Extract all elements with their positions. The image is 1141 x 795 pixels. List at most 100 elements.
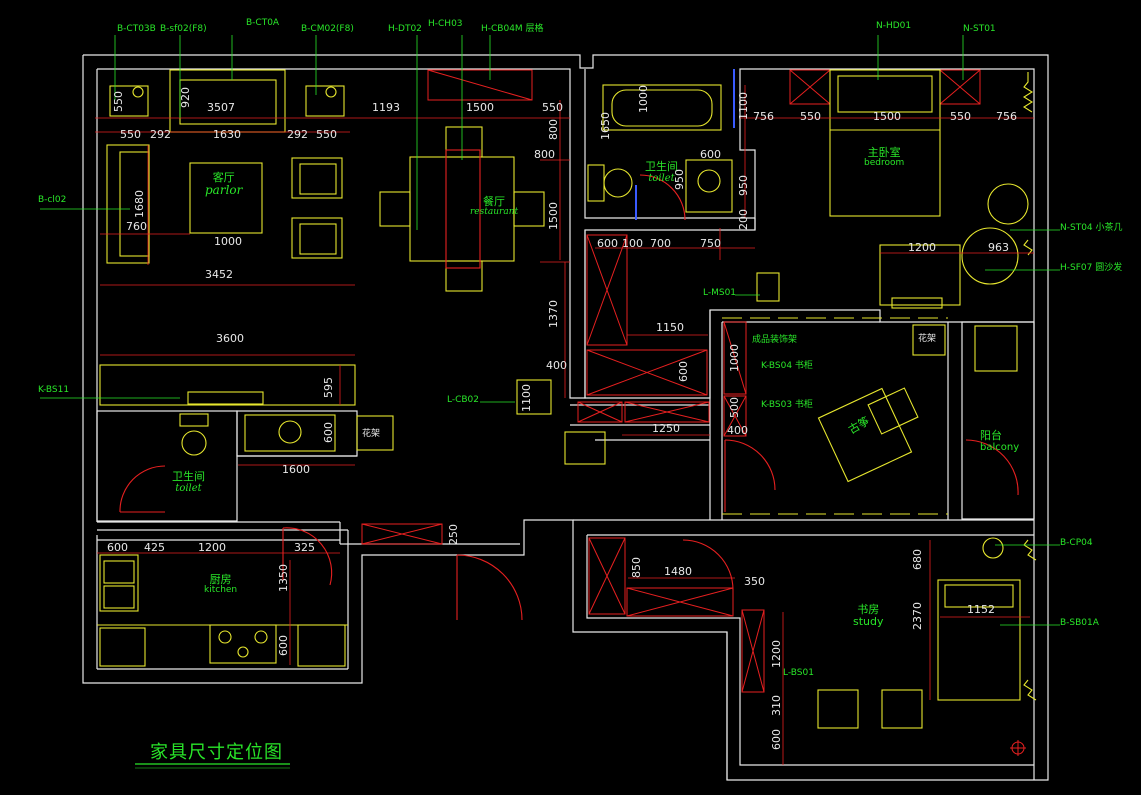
dim-3452: 3452: [205, 268, 233, 281]
room-kitchen-en: kitchen: [204, 585, 238, 596]
callout-sb01a: B-SB01A: [1060, 618, 1099, 628]
walls: [82, 54, 1049, 781]
dim-1250: 1250: [652, 422, 680, 435]
dim-600d: 600: [322, 422, 335, 443]
dim-680: 680: [911, 549, 924, 570]
room-bedroom: 主卧室 bedroom: [864, 146, 905, 169]
dim-550c: 550: [120, 128, 141, 141]
room-parlor-cn: 客厅: [212, 171, 235, 184]
room-restaurant-en: restaurant: [470, 207, 519, 218]
dim-200: 200: [737, 209, 750, 230]
dim-1350: 1350: [277, 564, 290, 592]
dim-963: 963: [988, 241, 1009, 254]
callout-cm02: B-CM02(F8): [301, 24, 354, 34]
callout-ct03b: B-CT03B: [117, 24, 156, 34]
dim-425: 425: [144, 541, 165, 554]
room-study: 书房 study: [853, 603, 884, 629]
dim-292a: 292: [150, 128, 171, 141]
dim-1000a: 1000: [214, 235, 242, 248]
dim-1500b: 1500: [547, 202, 560, 230]
dim-600b: 600: [597, 237, 618, 250]
room-study-en: study: [853, 615, 884, 629]
dim-2370: 2370: [911, 602, 924, 630]
dim-292b: 292: [287, 128, 308, 141]
callout-flower-1: 花架: [362, 429, 381, 439]
callout-sf07: H-SF07 圆沙发: [1060, 263, 1123, 273]
dim-325: 325: [294, 541, 315, 554]
dim-3507: 3507: [207, 101, 235, 114]
callout-ct0a: B-CT0A: [246, 18, 280, 28]
dim-1152: 1152: [967, 603, 995, 616]
room-balcony: 阳台 balcony: [980, 429, 1020, 454]
room-toilet-2-en: toilet: [648, 173, 675, 185]
dim-250: 250: [447, 524, 460, 545]
dim-100: 100: [622, 237, 643, 250]
dim-1500c: 1500: [873, 110, 901, 123]
dim-1500a: 1500: [466, 101, 494, 114]
room-parlor-en: parlor: [205, 183, 243, 198]
dim-756b: 756: [996, 110, 1017, 123]
room-kitchen: 厨房 kitchen: [204, 573, 238, 596]
dim-600f: 600: [277, 635, 290, 656]
drawing-title: 家具尺寸定位图: [150, 742, 283, 763]
dim-550f: 550: [950, 110, 971, 123]
dim-800a: 800: [547, 119, 560, 140]
dim-760: 760: [126, 220, 147, 233]
dim-600e: 600: [107, 541, 128, 554]
furniture: [97, 69, 1037, 729]
dim-600c: 600: [677, 361, 690, 382]
dim-920: 920: [179, 87, 192, 108]
dim-400a: 400: [546, 359, 567, 372]
dim-350: 350: [744, 575, 765, 588]
dim-595: 595: [322, 377, 335, 398]
callout-ch03: H-CH03: [428, 19, 463, 29]
callout-ms01: L-MS01: [703, 288, 737, 298]
room-balcony-en: balcony: [980, 442, 1020, 454]
callout-hd01: N-HD01: [876, 21, 912, 31]
room-toilet-2-cn: 卫生间: [645, 160, 678, 173]
room-toilet-1-en: toilet: [175, 483, 202, 495]
callout-flower-2: 花架: [918, 334, 937, 344]
room-bedroom-en: bedroom: [864, 158, 905, 169]
room-toilet-1-cn: 卫生间: [172, 470, 205, 483]
dim-310: 310: [770, 695, 783, 716]
dim-3600: 3600: [216, 332, 244, 345]
dim-1100a: 1100: [737, 92, 750, 120]
north-arrow-icon: [1010, 740, 1026, 756]
dim-1600: 1600: [282, 463, 310, 476]
dim-600a: 600: [700, 148, 721, 161]
dim-800b: 800: [534, 148, 555, 161]
dim-1000c: 1000: [728, 344, 741, 372]
dim-1100b: 1100: [520, 384, 533, 412]
dim-756a: 756: [753, 110, 774, 123]
room-restaurant: 餐厅 restaurant: [470, 195, 519, 218]
dim-1193: 1193: [372, 101, 400, 114]
callout-cl02: B-cl02: [38, 195, 67, 205]
callout-dt02: H-DT02: [388, 24, 422, 34]
callout-st01: N-ST01: [963, 24, 996, 34]
dim-1480: 1480: [664, 565, 692, 578]
dim-1650: 1650: [599, 112, 612, 140]
doors: [119, 174, 1019, 621]
room-study-cn: 书房: [857, 603, 880, 616]
callout-bs01: L-BS01: [783, 668, 814, 678]
room-restaurant-cn: 餐厅: [483, 195, 506, 208]
room-toilet-1: 卫生间 toilet: [172, 470, 205, 495]
dim-1200b: 1200: [198, 541, 226, 554]
dim-1370: 1370: [547, 300, 560, 328]
dim-400b: 400: [727, 424, 748, 437]
dim-550e: 550: [800, 110, 821, 123]
dim-950a: 950: [673, 169, 686, 190]
room-toilet-2: 卫生间 toilet: [645, 160, 678, 185]
callout-cb04m: H-CB04M 层格: [481, 24, 544, 34]
dim-500: 500: [728, 397, 741, 418]
callout-cb02: L-CB02: [447, 395, 480, 405]
dim-850: 850: [630, 557, 643, 578]
dim-1200a: 1200: [908, 241, 936, 254]
dim-1000b: 1000: [637, 85, 650, 113]
dim-950b: 950: [737, 175, 750, 196]
dim-1200c: 1200: [770, 640, 783, 668]
callout-bs11: K-BS11: [38, 385, 70, 395]
dim-750: 750: [700, 237, 721, 250]
